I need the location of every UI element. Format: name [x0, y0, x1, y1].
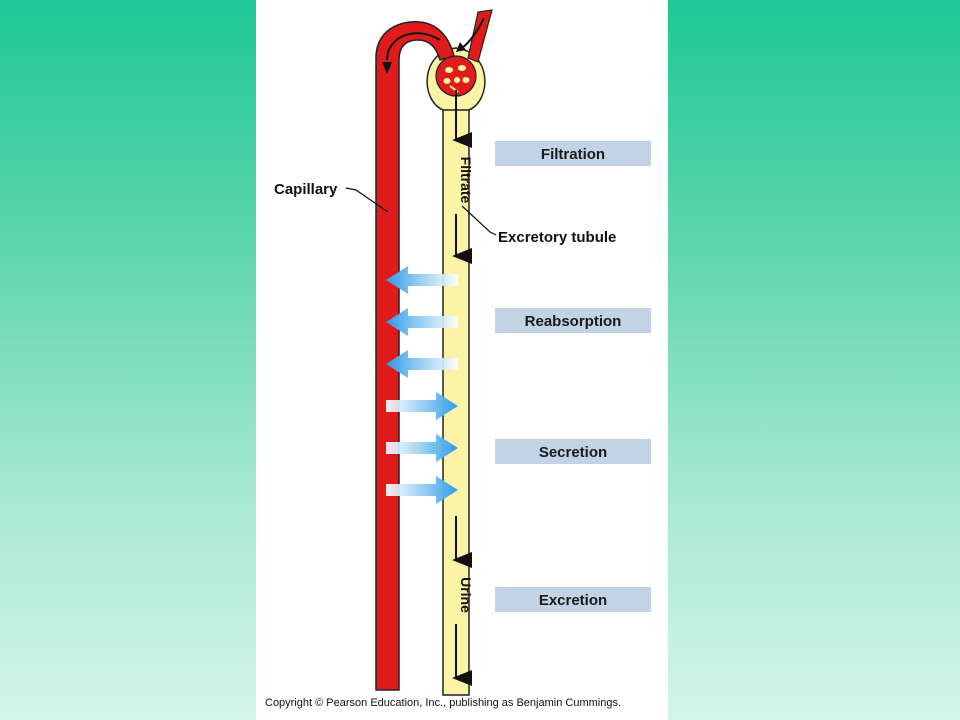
capillary-label: Capillary: [274, 181, 338, 198]
process-label-reabsorption: Reabsorption: [525, 313, 622, 330]
process-label-excretion: Excretion: [539, 592, 607, 609]
tubule-leader-line: [461, 205, 497, 236]
reabsorption-arrows: [386, 266, 458, 378]
secretion-arrow: [386, 476, 458, 504]
urine-label: Urine: [458, 577, 474, 613]
process-secretion: Secretion: [495, 439, 651, 464]
capillary-flow-arrows: [382, 17, 485, 74]
secretion-arrow: [386, 434, 458, 462]
process-reabsorption: Reabsorption: [495, 308, 651, 333]
filtrate-label: Filtrate: [458, 157, 474, 204]
secretion-arrows: [386, 392, 458, 504]
secretion-arrow: [386, 392, 458, 420]
excretory-tubule-label: Excretory tubule: [498, 229, 616, 246]
process-label-secretion: Secretion: [539, 444, 607, 461]
process-filtration: Filtration: [495, 141, 651, 166]
process-label-filtration: Filtration: [541, 146, 605, 163]
excretory-tubule: [426, 47, 486, 696]
process-excretion: Excretion: [495, 587, 651, 612]
capillary-vessel: [375, 9, 493, 691]
copyright-notice: Copyright © Pearson Education, Inc., pub…: [265, 697, 622, 709]
reabsorption-arrow: [386, 308, 458, 336]
reabsorption-arrow: [386, 266, 458, 294]
capillary-leader-line: [345, 187, 389, 213]
reabsorption-arrow: [386, 350, 458, 378]
